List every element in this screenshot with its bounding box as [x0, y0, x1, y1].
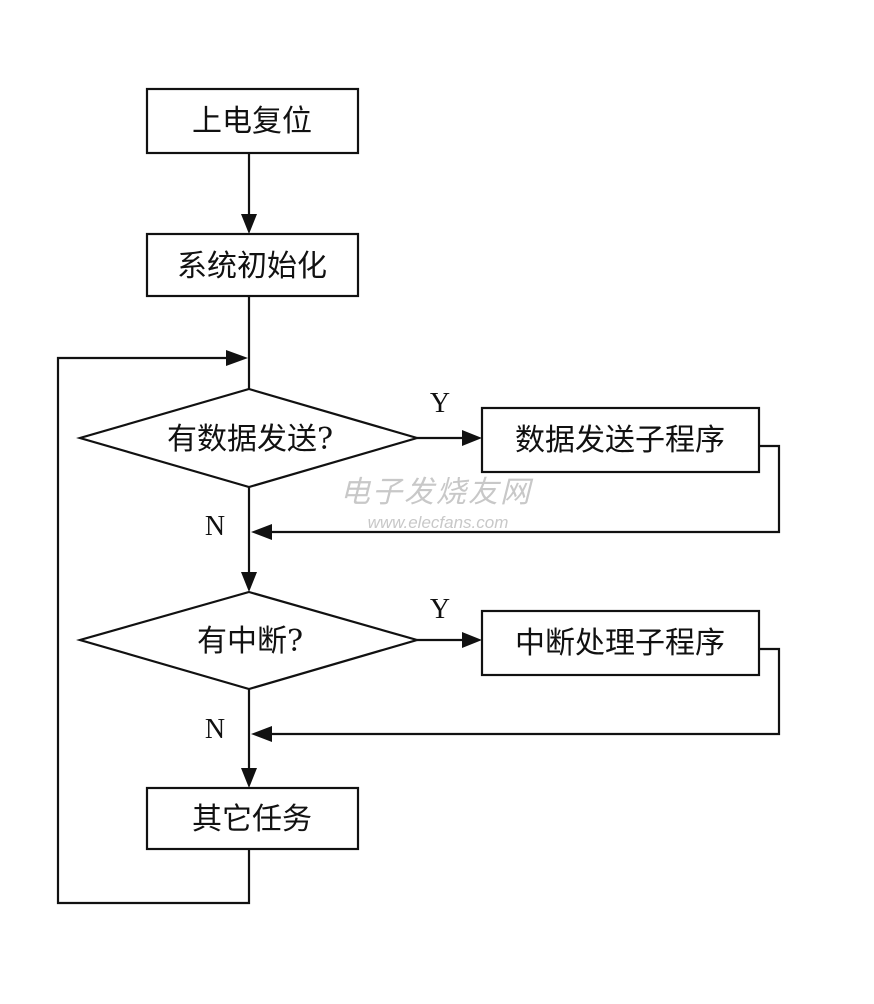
- edge-loop-back: [56, 356, 251, 905]
- data-send-check-label: 有数据发送?: [167, 422, 333, 457]
- interrupt-subroutine-box: [480, 609, 761, 677]
- data-send-subroutine-box: [480, 406, 761, 474]
- data-send-yes-label: Y: [430, 388, 450, 419]
- interrupt-yes-label: Y: [430, 594, 450, 625]
- arrowhead-data-send-return: [251, 524, 272, 540]
- power-on-reset-box: [145, 87, 360, 155]
- interrupt-subroutine-label: 中断处理子程序: [515, 626, 725, 661]
- interrupt-no-label: N: [205, 714, 225, 745]
- arrowhead-loop-back: [226, 350, 248, 366]
- system-init-box: [145, 232, 360, 298]
- watermark-url: www.elecfans.com: [368, 513, 509, 532]
- other-tasks-box: [145, 786, 360, 851]
- arrowhead-data-send-yes: [462, 430, 482, 446]
- arrowhead-reset-to-init: [241, 214, 257, 234]
- arrowhead-interrupt-return: [251, 726, 272, 742]
- other-tasks-label: 其它任务: [192, 802, 312, 837]
- arrowhead-interrupt-no: [241, 768, 257, 788]
- arrowhead-data-send-no: [241, 572, 257, 592]
- edge-data-send-return: [266, 444, 781, 534]
- data-send-no-label: N: [205, 511, 225, 542]
- watermark-logo: 电子发烧友网: [340, 475, 534, 510]
- power-on-reset-label: 上电复位: [192, 104, 312, 139]
- system-init-label: 系统初始化: [177, 249, 327, 284]
- edge-interrupt-return: [266, 647, 781, 736]
- data-send-subroutine-label: 数据发送子程序: [515, 423, 725, 458]
- arrowhead-interrupt-yes: [462, 632, 482, 648]
- interrupt-check-label: 有中断?: [197, 624, 303, 659]
